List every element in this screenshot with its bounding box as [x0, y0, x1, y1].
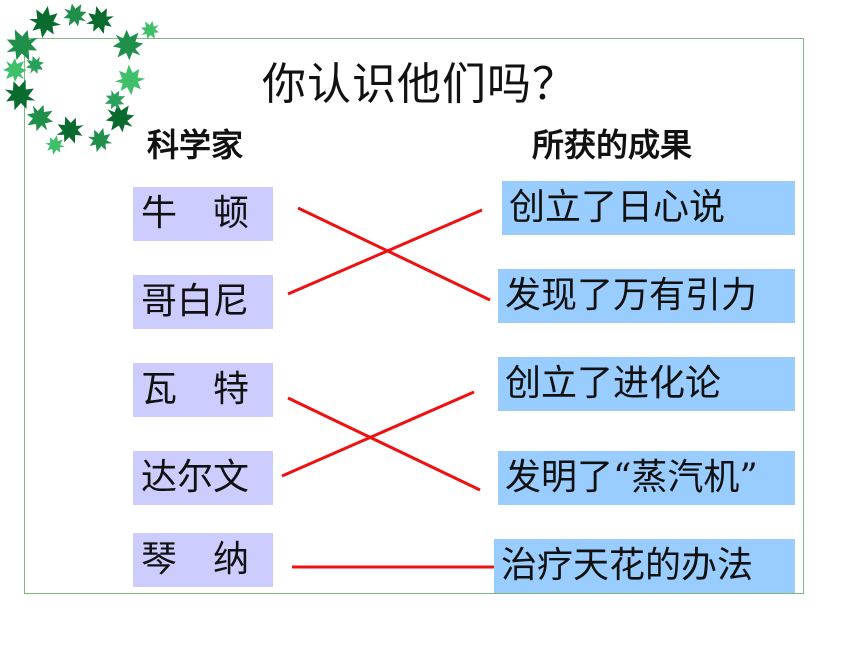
leaf-decoration-icon [0, 0, 164, 157]
match-line [287, 396, 481, 492]
match-line [297, 206, 491, 302]
achievement-box[interactable]: 治疗天花的办法 [494, 539, 795, 593]
page-title: 你认识他们吗？ [262, 59, 577, 110]
match-line [281, 390, 475, 478]
slide-frame [24, 38, 804, 594]
scientist-box[interactable]: 达尔文 [133, 451, 273, 505]
scientist-box[interactable]: 琴 纳 [133, 533, 273, 587]
scientist-box[interactable]: 瓦 特 [133, 363, 273, 417]
scientist-box[interactable]: 牛 顿 [133, 187, 273, 241]
achievement-box[interactable]: 发明了“蒸汽机” [498, 451, 795, 505]
match-line [287, 208, 483, 296]
achievements-header: 所获的成果 [532, 126, 693, 164]
achievement-box[interactable]: 创立了进化论 [498, 357, 795, 411]
scientists-header: 科学家 [147, 126, 244, 164]
achievement-box[interactable]: 创立了日心说 [502, 181, 795, 235]
achievement-box[interactable]: 发现了万有引力 [498, 269, 795, 323]
scientist-box[interactable]: 哥白尼 [133, 275, 273, 329]
